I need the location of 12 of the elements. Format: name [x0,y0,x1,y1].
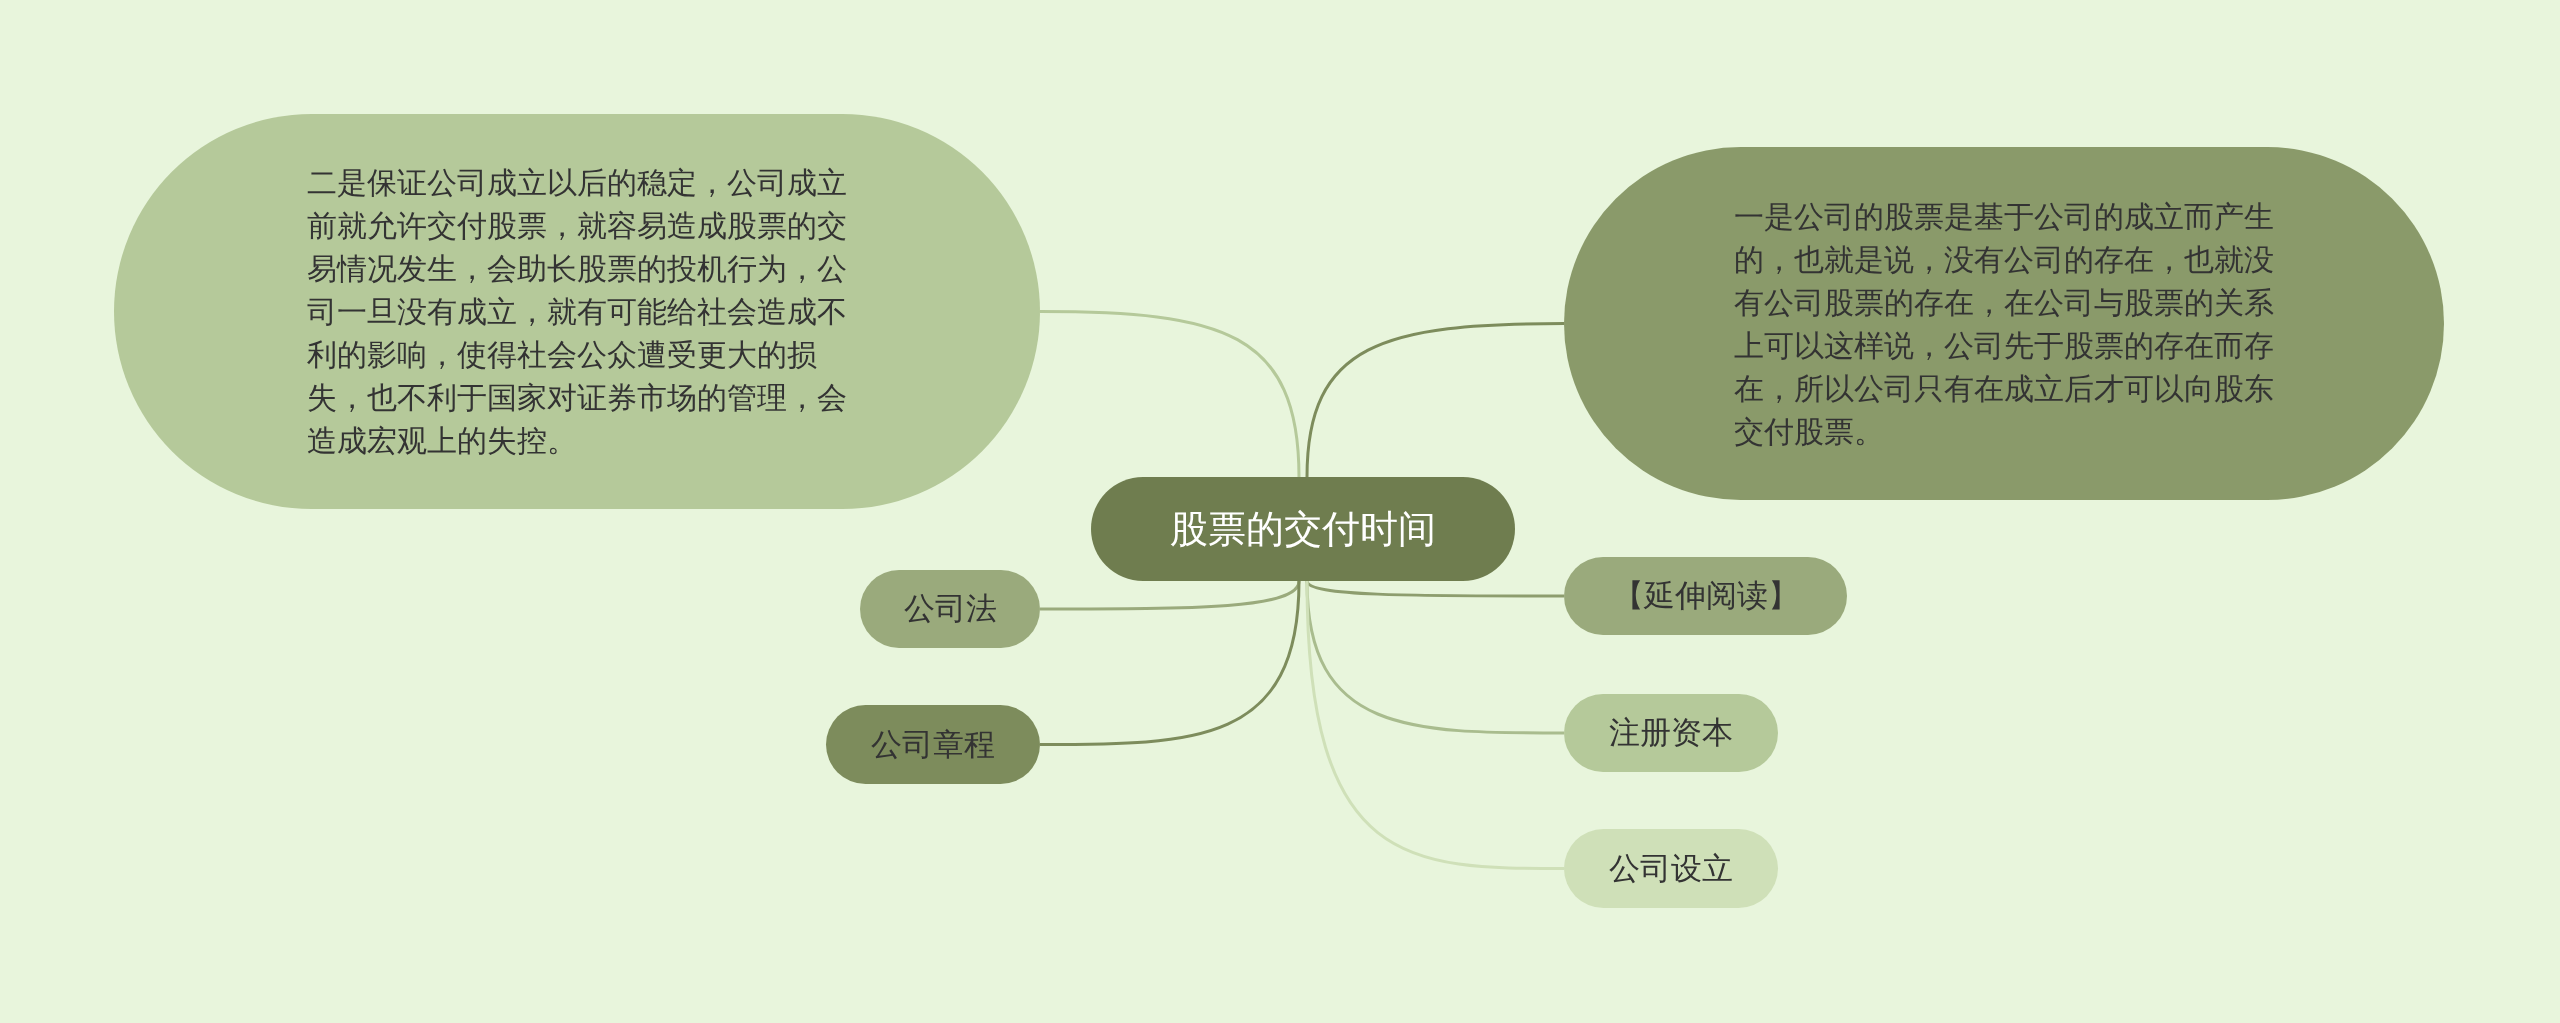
connector-curve [1305,580,1564,870]
topic-label: 公司章程 [871,724,995,764]
paragraph-text: 一是公司的股票是基于公司的成立而产生的，也就是说，没有公司的存在，也就没有公司股票的存在，在公司与股票的关系上可以这样说，公司先于股票的存在而存在，所以公司只有在成立后才可以向股东交付股票。 [1734,197,2274,451]
connector-curve [1040,310,1301,478]
topic-label: 股票的交付时间 [1170,505,1436,553]
connector-curve [1040,580,1301,746]
topic-label: 公司法 [903,589,997,628]
connector-curve [1305,322,1564,478]
paragraph-text: 二是保证公司成立以后的稳定，公司成立前就允许交付股票，就容易造成股票的交易情况发生，会助长股票的投机行为，公司一旦没有成立，就有可能给社会造成不利的影响，使得社会公众遭受更大的损失，也不利于国家对证券市场的管理，会造成宏观上的失控。 [307,164,847,460]
topic-label: 注册资本 [1609,713,1733,752]
topic-label: 【延伸阅读】 [1612,576,1799,615]
topic-label: 公司设立 [1609,848,1733,888]
